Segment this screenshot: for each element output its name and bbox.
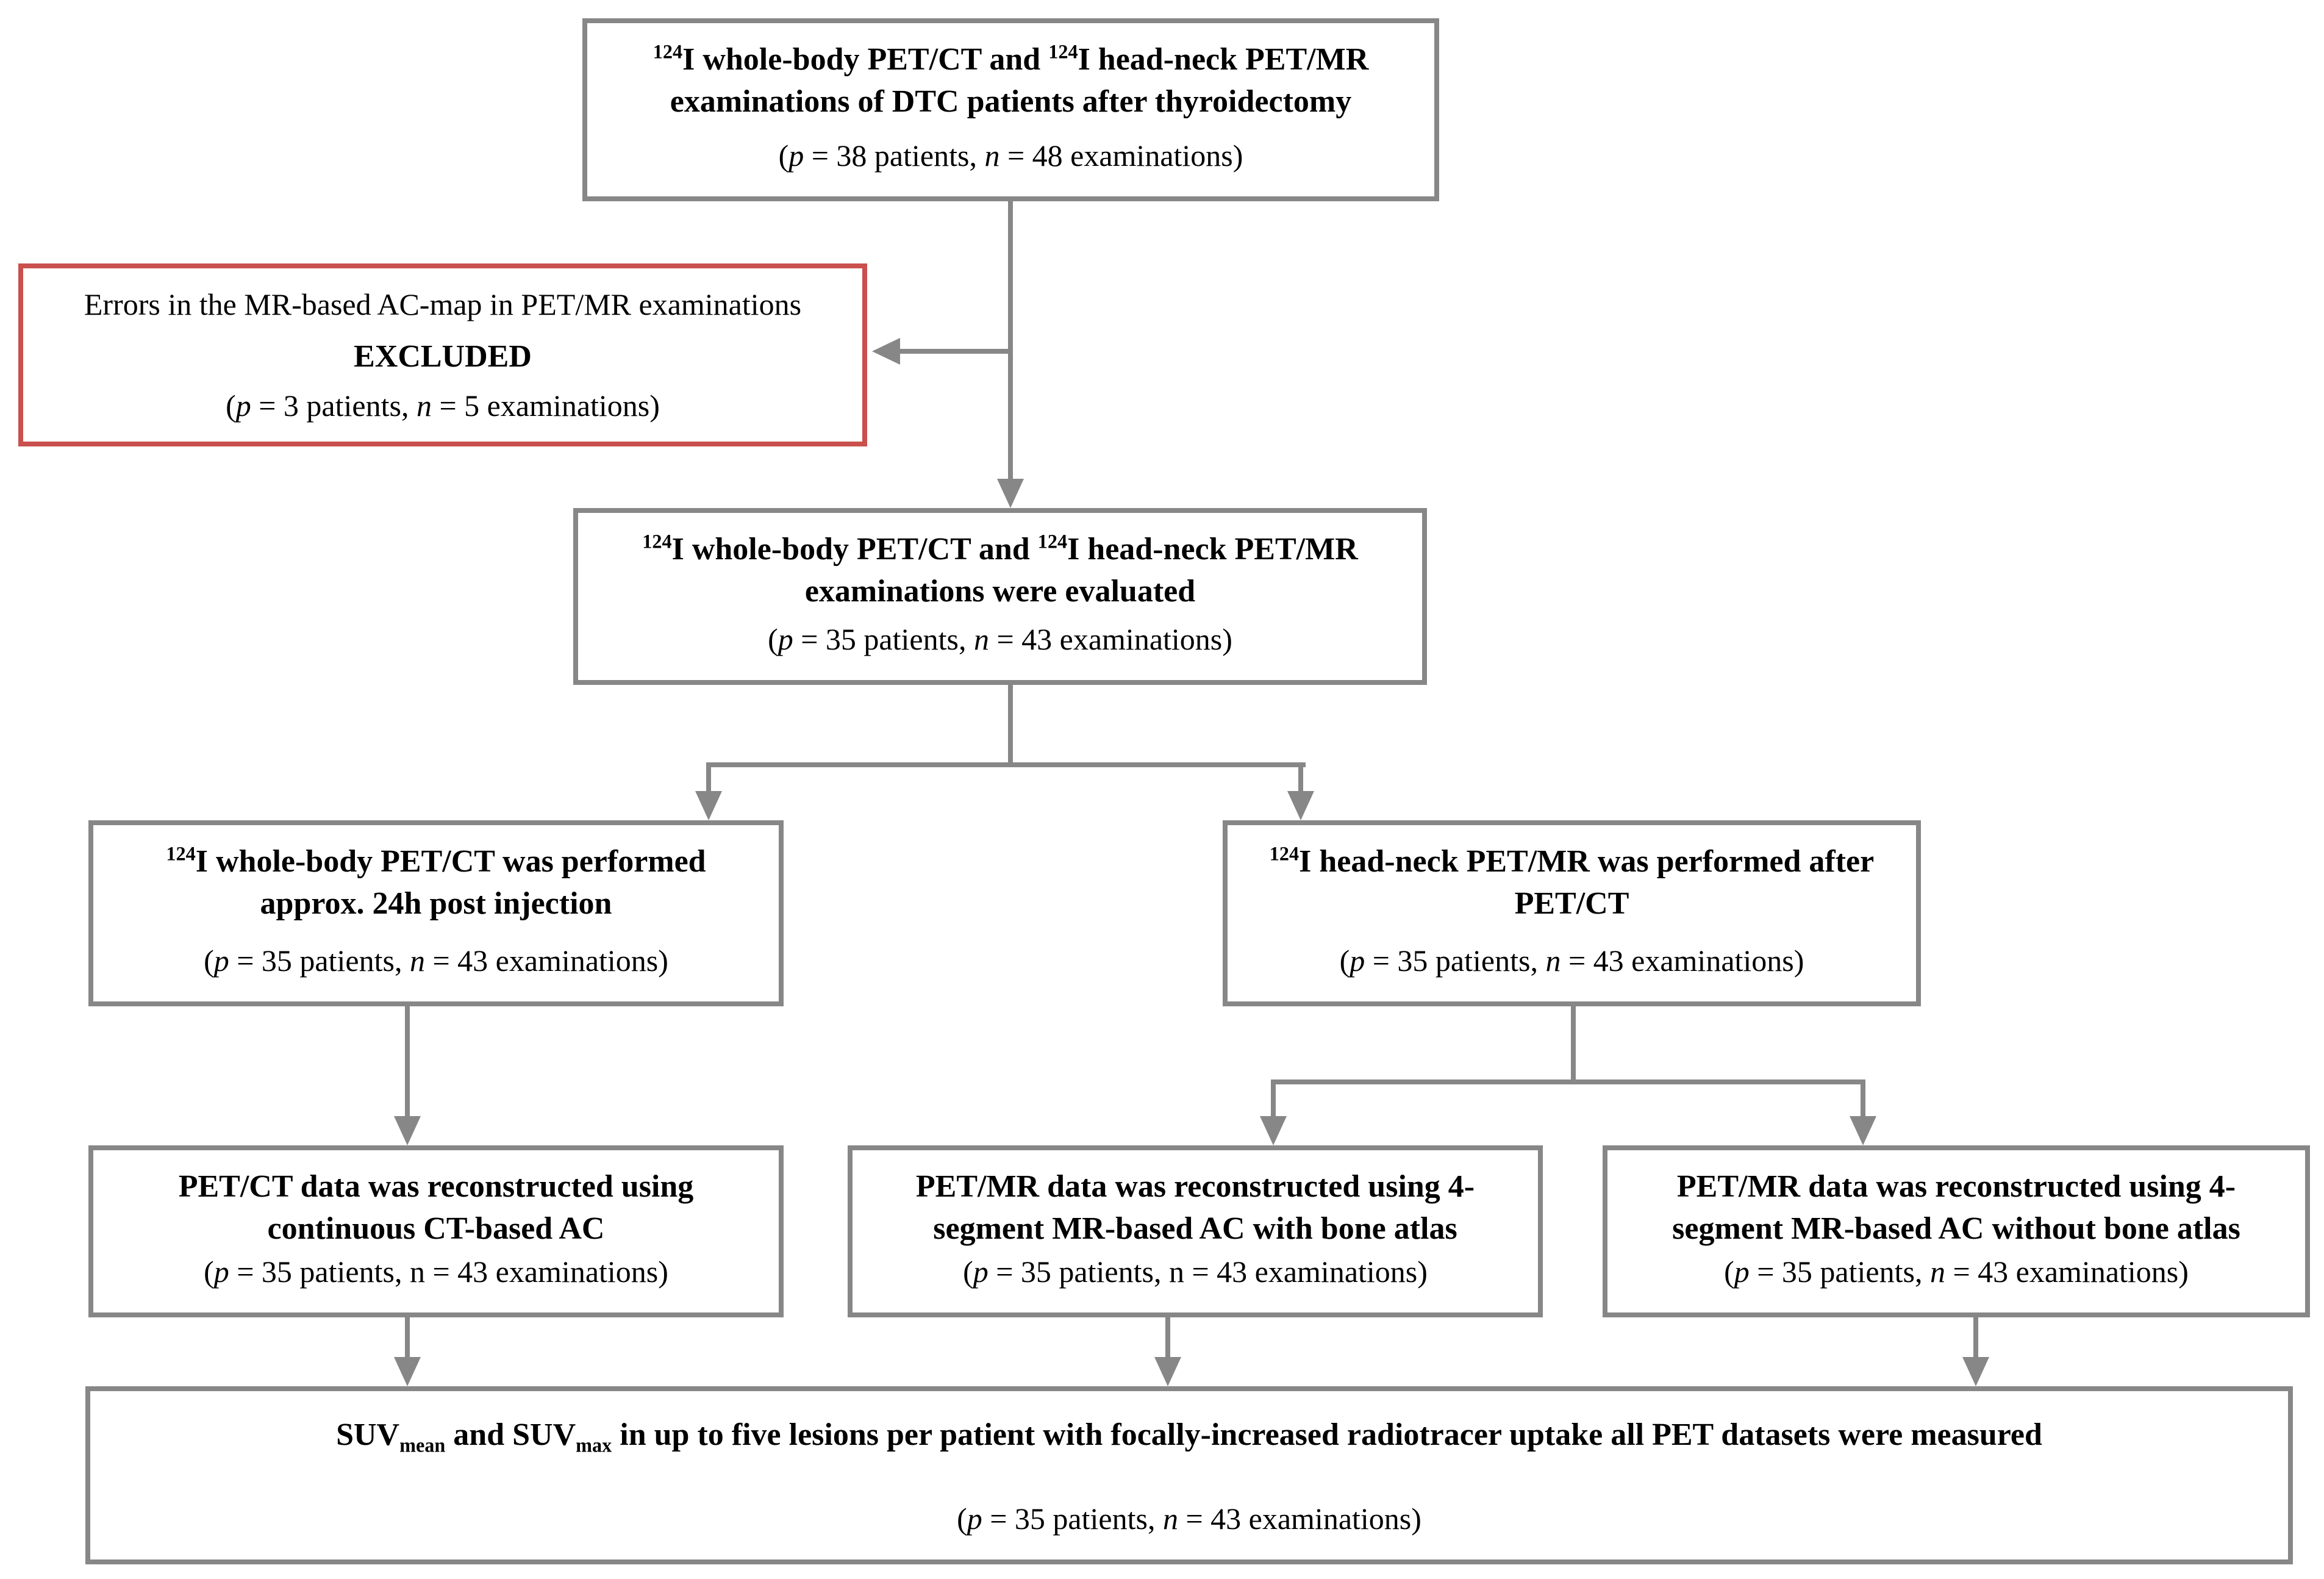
connector-initial-to-evaluated: [1008, 201, 1013, 479]
connector-bone-atlas-to-suv: [1165, 1317, 1170, 1357]
connector-split-to-petmr: [1298, 762, 1303, 791]
flow-box-petct-reconstructed: PET/CT data was reconstructed using cont…: [88, 1145, 784, 1317]
arrowhead-into-evaluated: [997, 479, 1024, 508]
stats-line: (p = 35 patients, n = 43 examinations): [204, 1255, 668, 1289]
arrowhead-suv-left: [394, 1357, 421, 1386]
flow-box-petmr-performed: 124I head-neck PET/MR was performed afte…: [1223, 820, 1921, 1006]
stats-line: (p = 35 patients, n = 43 examinations): [204, 943, 668, 978]
split-bar-bottom: [1271, 1080, 1865, 1084]
stats-line: (p = 35 patients, n = 43 examinations): [957, 1502, 1421, 1536]
flow-box-petmr-reconstructed-bone-atlas: PET/MR data was reconstructed using 4-se…: [848, 1145, 1543, 1317]
box-heading: PET/MR data was reconstructed using 4-se…: [1672, 1169, 2240, 1246]
connector-petct-to-recon: [405, 1006, 410, 1116]
excluded-label: EXCLUDED: [354, 338, 532, 374]
stats-line: (p = 35 patients, n = 43 examinations): [1724, 1255, 2189, 1289]
connector-split2-to-bone-atlas: [1271, 1080, 1276, 1116]
arrowhead-suv-right: [1962, 1357, 1989, 1386]
flow-box-evaluated: 124I whole-body PET/CT and 124I head-nec…: [573, 508, 1427, 685]
connector-no-bone-atlas-to-suv: [1973, 1317, 1978, 1357]
flow-box-initial-exams: 124I whole-body PET/CT and 124I head-nec…: [582, 18, 1439, 201]
box-heading: 124I whole-body PET/CT and 124I head-nec…: [653, 40, 1369, 119]
connector-split2-to-no-bone-atlas: [1861, 1080, 1865, 1116]
arrowhead-into-recon-no-bone-atlas: [1850, 1116, 1876, 1145]
arrowhead-into-petct-recon: [394, 1116, 421, 1145]
stats-line: (p = 3 patients, n = 5 examinations): [226, 388, 660, 423]
flow-box-suv-measured: SUVmean and SUVmax in up to five lesions…: [85, 1386, 2293, 1564]
flow-box-excluded: Errors in the MR-based AC-map in PET/MR …: [18, 263, 867, 446]
arrowhead-into-excluded: [872, 338, 900, 365]
connector-branch-to-excluded: [900, 349, 1013, 354]
box-heading: SUVmean and SUVmax in up to five lesions…: [336, 1417, 2042, 1456]
flow-box-petmr-reconstructed-no-bone-atlas: PET/MR data was reconstructed using 4-se…: [1603, 1145, 2310, 1317]
flow-box-petct-performed: 124I whole-body PET/CT was performed app…: [88, 820, 784, 1006]
box-heading: 124I whole-body PET/CT and 124I head-nec…: [642, 530, 1358, 609]
split-bar-top: [706, 762, 1306, 767]
stats-line: (p = 35 patients, n = 43 examinations): [1339, 943, 1804, 978]
arrowhead-into-petct-performed: [695, 791, 722, 820]
connector-petmr-to-split2: [1571, 1006, 1576, 1084]
connector-split-to-petct: [706, 762, 711, 791]
connector-evaluated-to-split: [1008, 685, 1013, 765]
box-heading: PET/CT data was reconstructed using cont…: [178, 1169, 694, 1246]
arrowhead-into-recon-bone-atlas: [1260, 1116, 1287, 1145]
box-heading: 124I head-neck PET/MR was performed afte…: [1269, 842, 1875, 921]
box-heading: PET/MR data was reconstructed using 4-se…: [915, 1169, 1475, 1246]
connector-petct-recon-to-suv: [405, 1317, 410, 1357]
excluded-reason: Errors in the MR-based AC-map in PET/MR …: [84, 287, 802, 321]
stats-line: (p = 35 patients, n = 43 examinations): [768, 622, 1232, 656]
stats-line: (p = 35 patients, n = 43 examinations): [963, 1255, 1428, 1289]
stats-line: (p = 38 patients, n = 48 examinations): [778, 138, 1243, 173]
arrowhead-suv-middle: [1154, 1357, 1181, 1386]
arrowhead-into-petmr-performed: [1287, 791, 1314, 820]
box-heading: 124I whole-body PET/CT was performed app…: [166, 842, 706, 921]
